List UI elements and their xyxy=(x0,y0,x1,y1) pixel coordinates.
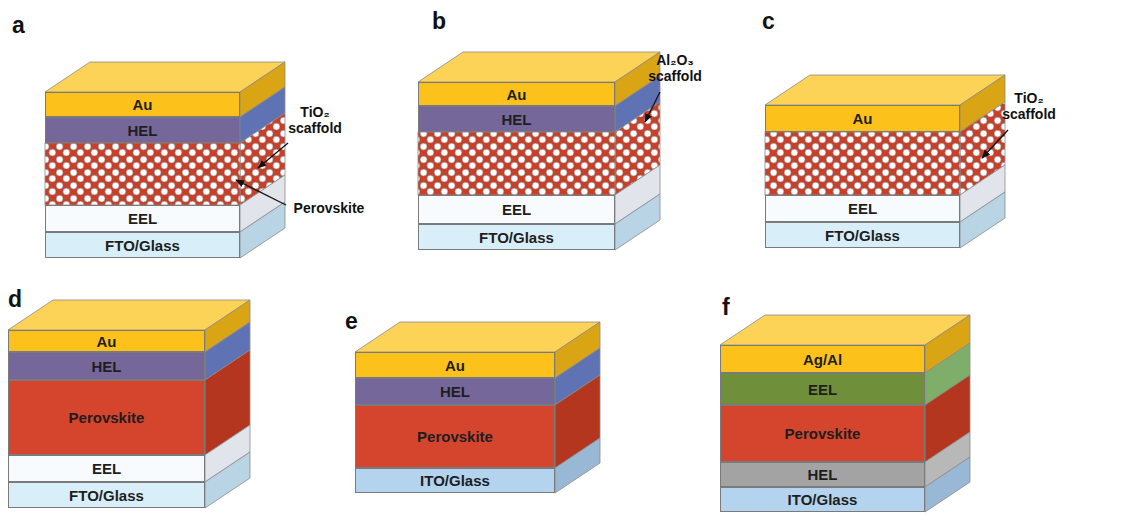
layer-box: ITO/Glass xyxy=(720,487,925,512)
layer-box: FTO/Glass xyxy=(45,232,240,258)
layer-label: Au xyxy=(445,357,465,374)
layer-label: ITO/Glass xyxy=(788,491,858,508)
layer-label: EEL xyxy=(128,210,157,227)
leader-arrow xyxy=(645,92,660,122)
layer-box: Ag/Al xyxy=(720,345,925,373)
panel-letter: a xyxy=(12,12,25,38)
panel-letter: c xyxy=(762,8,775,34)
layer-label: HEL xyxy=(440,383,470,400)
layer-box: Perovskite xyxy=(355,405,555,468)
layer-label: EEL xyxy=(848,200,877,217)
side-face xyxy=(555,438,600,493)
layer-label: Perovskite xyxy=(417,428,493,445)
layer-label: HEL xyxy=(808,466,838,483)
layer-label: Perovskite xyxy=(69,409,145,426)
side-face xyxy=(205,452,250,508)
callout-label: Perovskite xyxy=(284,200,374,216)
layer-label: ITO/Glass xyxy=(420,472,490,489)
layer-box: FTO/Glass xyxy=(8,482,205,508)
device-stack xyxy=(8,300,250,508)
layer-label: Au xyxy=(97,333,117,350)
device-stack xyxy=(45,62,285,258)
leader-arrow xyxy=(982,130,1008,158)
callout-label: Al₂O₃ scaffold xyxy=(636,52,714,84)
leader-arrow xyxy=(236,180,286,205)
panel-letter: e xyxy=(345,308,358,334)
layer-label: Au xyxy=(133,96,153,113)
side-face xyxy=(615,194,660,250)
leader-arrow xyxy=(258,143,288,168)
layer-label: HEL xyxy=(502,111,532,128)
scaffold-layer xyxy=(45,143,240,205)
scaffold-layer xyxy=(765,132,960,195)
layer-label: Au xyxy=(507,86,527,103)
layer-box: Au xyxy=(8,330,205,352)
layer-box: Au xyxy=(765,105,960,132)
callout-label: TiO₂ scaffold xyxy=(276,104,354,136)
layer-box: EEL xyxy=(765,195,960,222)
device-stack xyxy=(418,52,660,250)
layer-label: FTO/Glass xyxy=(105,237,180,254)
layer-label: FTO/Glass xyxy=(479,229,554,246)
layer-label: HEL xyxy=(128,122,158,139)
layer-box: EEL xyxy=(418,195,615,224)
layer-box: Au xyxy=(355,352,555,378)
panel-letter: d xyxy=(8,286,22,312)
layer-label: Au xyxy=(853,110,873,127)
layer-label: HEL xyxy=(92,358,122,375)
device-stack xyxy=(765,75,1005,248)
callout-label: TiO₂ scaffold xyxy=(990,90,1068,122)
layer-box: Au xyxy=(418,82,615,106)
layer-label: FTO/Glass xyxy=(69,487,144,504)
side-face xyxy=(925,457,970,512)
layer-box: HEL xyxy=(8,352,205,380)
device-stack xyxy=(355,322,600,493)
layer-label: Perovskite xyxy=(785,425,861,442)
layer-box: Perovskite xyxy=(720,405,925,462)
layer-box: HEL xyxy=(355,378,555,405)
layer-label: FTO/Glass xyxy=(825,227,900,244)
side-face xyxy=(960,192,1005,248)
layer-box: EEL xyxy=(8,455,205,482)
panel-letter: f xyxy=(722,294,730,320)
layer-box: FTO/Glass xyxy=(418,224,615,250)
layer-box: ITO/Glass xyxy=(355,468,555,493)
layer-box: FTO/Glass xyxy=(765,222,960,248)
scaffold-layer xyxy=(418,132,615,195)
layer-box: Au xyxy=(45,92,240,117)
layer-label: EEL xyxy=(808,381,837,398)
layer-box: HEL xyxy=(720,462,925,487)
layer-label: EEL xyxy=(92,460,121,477)
layer-box: EEL xyxy=(45,205,240,232)
layer-label: Ag/Al xyxy=(803,351,842,368)
layer-box: EEL xyxy=(720,373,925,405)
panel-letter: b xyxy=(432,8,446,34)
layer-box: HEL xyxy=(45,117,240,143)
side-face xyxy=(240,202,285,258)
layer-box: Perovskite xyxy=(8,380,205,455)
layer-box: HEL xyxy=(418,106,615,132)
layer-label: EEL xyxy=(502,201,531,218)
device-stack xyxy=(720,315,970,512)
